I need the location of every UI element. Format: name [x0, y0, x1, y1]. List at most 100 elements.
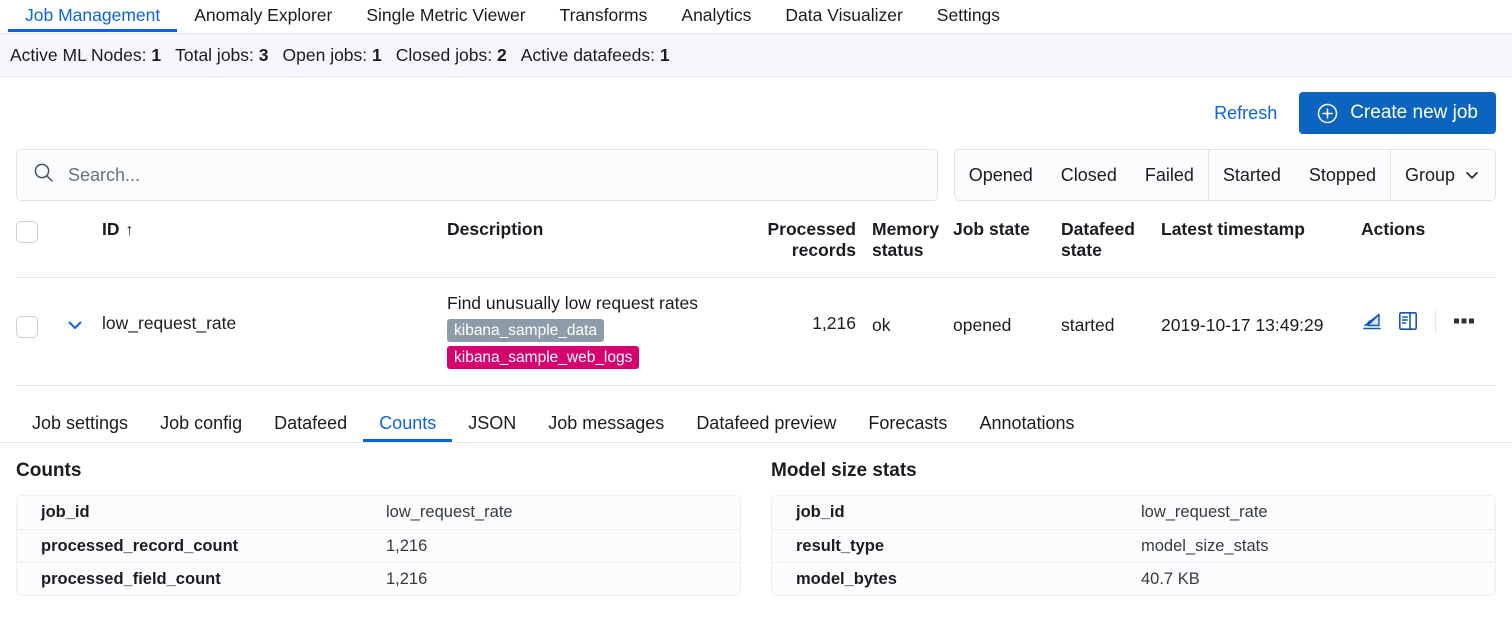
- key-value-key: job_id: [41, 503, 90, 521]
- main-navigation-tabs: Job Management Anomaly Explorer Single Met…: [0, 0, 1512, 33]
- nav-tab-job-management[interactable]: Job Management: [8, 0, 178, 32]
- sort-ascending-icon: ↑: [125, 222, 134, 239]
- plus-in-circle-icon: [1317, 103, 1338, 124]
- more-actions-icon[interactable]: [1452, 316, 1476, 326]
- filter-button-label: Started: [1222, 164, 1281, 185]
- panel-counts: Counts job_id low_request_rate processed_re…: [16, 460, 741, 596]
- filter-button-label: Closed: [1060, 164, 1117, 185]
- select-all-cell: [16, 219, 64, 243]
- detail-tab-annotations[interactable]: Annotations: [963, 400, 1090, 442]
- select-all-checkbox[interactable]: [16, 221, 38, 243]
- search-box[interactable]: [16, 149, 938, 201]
- search-icon: [33, 162, 54, 188]
- create-new-job-button[interactable]: Create new job: [1299, 92, 1496, 134]
- filter-button-label: Opened: [968, 164, 1033, 185]
- single-metric-viewer-icon[interactable]: [1397, 310, 1419, 332]
- cell-description: Find unusually low request rates kibana_…: [447, 292, 738, 369]
- key-value-key: result_type: [796, 536, 885, 555]
- detail-tab-json[interactable]: JSON: [452, 400, 532, 442]
- column-header-id[interactable]: ID ↑: [102, 219, 447, 241]
- key-value-key: processed_field_count: [41, 569, 221, 588]
- column-header-actions: Actions: [1361, 219, 1426, 239]
- key-value-key: job_id: [796, 503, 845, 521]
- chart-trend-icon[interactable]: [1361, 310, 1383, 332]
- filter-button-label: Group: [1404, 164, 1455, 185]
- column-header-job-state: Job state: [953, 219, 1030, 239]
- create-new-job-label: Create new job: [1350, 102, 1478, 123]
- stat-value: 1: [659, 44, 670, 65]
- cell-job-id: low_request_rate: [102, 313, 237, 333]
- table-row: low_request_rate Find unusually low requ…: [16, 278, 1496, 386]
- filter-button-label: Failed: [1144, 164, 1194, 185]
- filter-button-opened[interactable]: Opened: [955, 150, 1047, 200]
- page-action-bar: Refresh Create new job: [0, 77, 1512, 149]
- filter-button-label: Stopped: [1308, 164, 1376, 185]
- detail-tab-job-config[interactable]: Job config: [144, 400, 258, 442]
- detail-tab-counts[interactable]: Counts: [363, 400, 453, 442]
- filter-segment-0: Opened Closed Failed: [955, 150, 1208, 200]
- stat-total-jobs: Total jobs: 3: [175, 45, 268, 66]
- detail-tab-datafeed[interactable]: Datafeed: [258, 400, 363, 442]
- nav-tab-settings[interactable]: Settings: [936, 5, 1001, 25]
- cell-latest-timestamp: 2019-10-17 13:49:29: [1161, 315, 1324, 335]
- key-value-key: model_bytes: [796, 569, 897, 588]
- cell-memory-status: ok: [872, 315, 891, 335]
- key-value-value: model_size_stats: [1141, 536, 1269, 555]
- filter-button-stopped[interactable]: Stopped: [1295, 150, 1390, 200]
- filter-segment-2: Group: [1389, 150, 1495, 200]
- stat-active-datafeeds: Active datafeeds: 1: [521, 45, 670, 66]
- stat-label: Active ML Nodes:: [10, 44, 147, 65]
- stat-active-ml-nodes: Active ML Nodes: 1: [10, 45, 161, 66]
- column-header-datafeed-state: Datafeed state: [1061, 219, 1135, 260]
- key-value-value: low_request_rate: [1141, 503, 1268, 521]
- nav-tab-transforms[interactable]: Transforms: [559, 5, 648, 25]
- filter-button-group[interactable]: Group: [1391, 150, 1495, 200]
- filter-button-closed[interactable]: Closed: [1047, 150, 1131, 200]
- nav-tab-data-visualizer[interactable]: Data Visualizer: [785, 5, 903, 25]
- refresh-button[interactable]: Refresh: [1214, 102, 1278, 123]
- stat-label: Closed jobs:: [395, 44, 493, 65]
- description-text: Find unusually low request rates: [447, 293, 698, 313]
- key-value-value: low_request_rate: [386, 503, 513, 521]
- chevron-down-icon: [1463, 166, 1481, 184]
- search-and-filter-row: Opened Closed Failed Started Stopped Group: [0, 149, 1512, 201]
- row-select-cell: [16, 292, 64, 338]
- nav-tab-single-metric-viewer[interactable]: Single Metric Viewer: [366, 5, 526, 25]
- stat-value: 3: [258, 44, 269, 65]
- stat-label: Active datafeeds:: [520, 44, 655, 65]
- group-badge[interactable]: kibana_sample_web_logs: [447, 346, 640, 369]
- key-value-value: 40.7 KB: [1141, 569, 1200, 588]
- stat-label: Open jobs:: [282, 44, 368, 65]
- chevron-down-icon[interactable]: [64, 314, 86, 339]
- detail-tab-job-settings[interactable]: Job settings: [16, 400, 144, 442]
- cell-actions: [1361, 292, 1496, 333]
- stat-label: Total jobs:: [175, 44, 254, 65]
- table-header-row: ID↑ Description Processed records Memory…: [16, 201, 1496, 278]
- detail-tab-datafeed-preview[interactable]: Datafeed preview: [680, 400, 852, 442]
- group-badges: kibana_sample_data kibana_sample_web_logs: [447, 319, 738, 369]
- cell-job-state: opened: [953, 315, 1012, 335]
- stat-value: 2: [496, 44, 507, 65]
- nav-tab-anomaly-explorer[interactable]: Anomaly Explorer: [194, 5, 333, 25]
- key-value-row: model_bytes 40.7 KB: [772, 562, 1495, 595]
- panel-title: Counts: [16, 460, 82, 481]
- filter-button-failed[interactable]: Failed: [1131, 150, 1208, 200]
- group-badge[interactable]: kibana_sample_data: [447, 319, 605, 342]
- column-header-description: Description: [447, 219, 544, 239]
- key-value-table: job_id low_request_rate processed_record_c…: [16, 495, 741, 596]
- key-value-row: processed_field_count 1,216: [17, 562, 740, 595]
- job-detail-panels: Counts job_id low_request_rate processed_re…: [0, 460, 1512, 596]
- column-header-processed-records: Processed records: [767, 219, 856, 260]
- detail-tab-job-messages[interactable]: Job messages: [532, 400, 680, 442]
- stat-value: 1: [372, 44, 382, 65]
- filter-button-started[interactable]: Started: [1209, 150, 1295, 200]
- key-value-value: 1,216: [386, 569, 428, 588]
- detail-tab-forecasts[interactable]: Forecasts: [852, 400, 963, 442]
- nav-tab-analytics[interactable]: Analytics: [681, 5, 752, 25]
- row-select-checkbox[interactable]: [16, 316, 38, 338]
- row-expand-cell: [64, 292, 102, 339]
- search-input[interactable]: [68, 164, 921, 186]
- column-header-id-label: ID: [102, 219, 120, 239]
